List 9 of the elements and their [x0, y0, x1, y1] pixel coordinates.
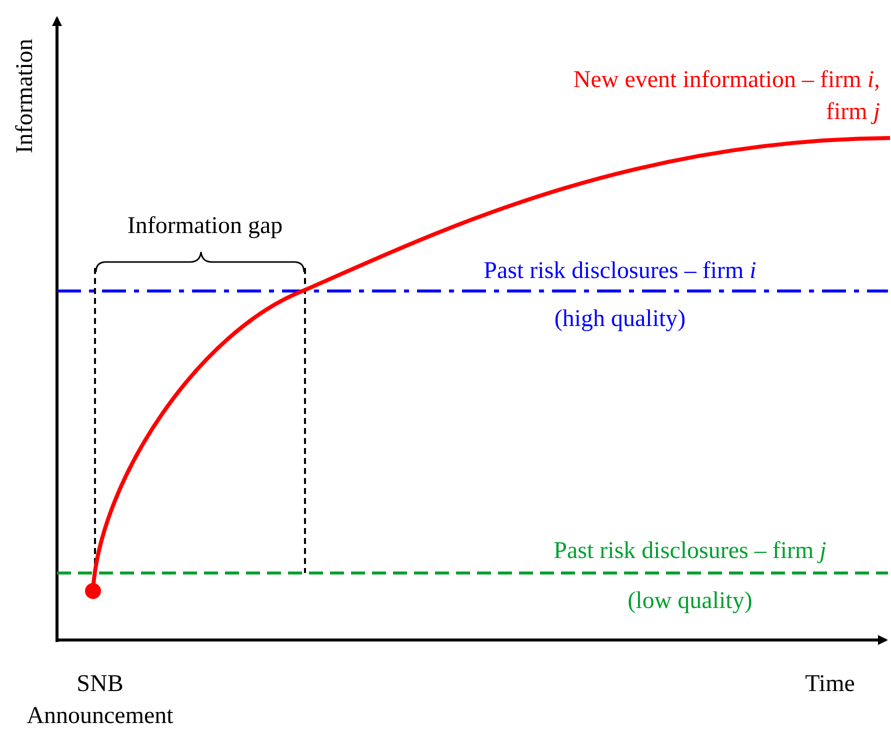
- line-label: (high quality): [553, 305, 687, 334]
- line-label: Past risk disclosures – firm j: [552, 537, 828, 566]
- axis-title: Information: [11, 38, 39, 156]
- curve-label: New event information – firm i, firm j: [572, 66, 880, 127]
- line-label: (low quality): [626, 587, 754, 616]
- axis-title: Time: [804, 670, 856, 699]
- axis-label: SNB Announcement: [26, 670, 174, 730]
- line-label: Past risk disclosures – firm i: [482, 257, 758, 286]
- bracket-label: Information gap: [126, 212, 284, 241]
